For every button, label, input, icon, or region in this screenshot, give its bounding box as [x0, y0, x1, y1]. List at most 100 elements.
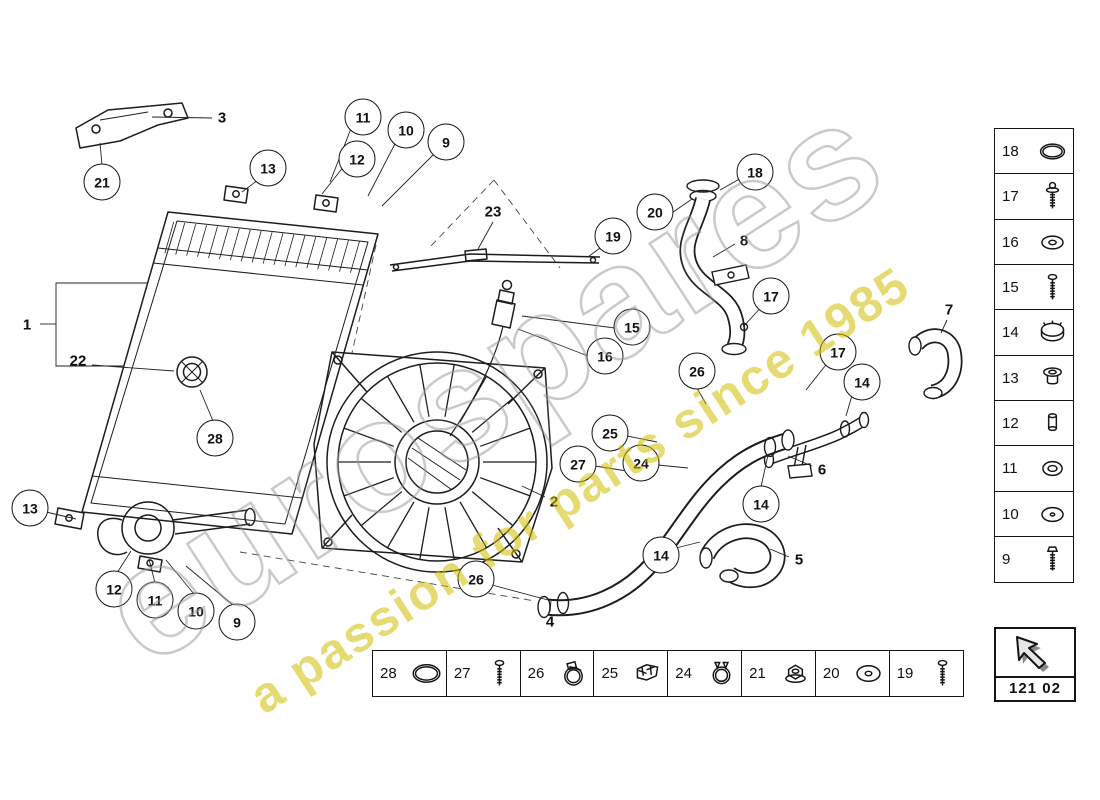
- callout-9[interactable]: 9: [218, 603, 256, 641]
- leader-lines: [40, 116, 948, 613]
- sensor-drawing: [449, 279, 516, 437]
- nut-icon: [784, 664, 806, 683]
- callout-17[interactable]: 17: [752, 277, 790, 315]
- callout-12[interactable]: 12: [95, 570, 133, 608]
- legend-item-12[interactable]: 12: [994, 399, 1074, 447]
- legend-item-9[interactable]: 9: [994, 535, 1074, 583]
- callout-17[interactable]: 17: [819, 333, 857, 371]
- legend-item-11[interactable]: 11: [994, 445, 1074, 493]
- callout-26[interactable]: 26: [678, 352, 716, 390]
- legend-item-16[interactable]: 16: [994, 218, 1074, 266]
- callout-20[interactable]: 20: [636, 193, 674, 231]
- stud-icon: [1047, 413, 1058, 431]
- legend-number: 12: [1002, 414, 1019, 432]
- legend-number: 11: [1002, 460, 1018, 478]
- bracket-drawing: [75, 102, 189, 149]
- nav-arrow[interactable]: [996, 629, 1074, 676]
- clip-icon: [636, 664, 659, 681]
- washer-icon: [1041, 234, 1064, 250]
- legend-item-18[interactable]: 18: [994, 128, 1074, 175]
- part-label-1[interactable]: 1: [22, 316, 32, 334]
- parts-sidebar: 18 17 16 15 14 13 12 11 10 9: [994, 128, 1074, 583]
- callout-14[interactable]: 14: [642, 536, 680, 574]
- callout-12[interactable]: 12: [338, 140, 376, 178]
- legend-number: 17: [1002, 188, 1019, 206]
- o-ring-icon: [1039, 143, 1066, 160]
- legend-number: 26: [527, 665, 545, 682]
- legend-item-19[interactable]: 19: [888, 650, 965, 697]
- screw-washer-icon: [1045, 182, 1060, 209]
- callout-26[interactable]: 26: [457, 560, 495, 598]
- legend-number: 13: [1002, 369, 1019, 387]
- legend-item-17[interactable]: 17: [994, 173, 1074, 221]
- legend-number: 15: [1002, 278, 1019, 296]
- legend-item-28[interactable]: 28: [372, 650, 448, 697]
- part-label-6[interactable]: 6: [817, 461, 827, 479]
- legend-item-14[interactable]: 14: [994, 309, 1074, 357]
- screw-icon: [1047, 273, 1058, 300]
- callout-21[interactable]: 21: [83, 163, 121, 201]
- part-label-3[interactable]: 3: [217, 109, 227, 127]
- back-arrow-icon: [1016, 635, 1049, 672]
- callout-18[interactable]: 18: [736, 153, 774, 191]
- part-label-4[interactable]: 4: [545, 613, 555, 631]
- callout-13[interactable]: 13: [249, 149, 287, 187]
- radiator-drawing: [54, 185, 379, 573]
- callout-28[interactable]: 28: [196, 419, 234, 457]
- washer-small-hole-icon: [1041, 506, 1064, 522]
- legend-item-10[interactable]: 10: [994, 490, 1074, 538]
- callout-11[interactable]: 11: [344, 98, 382, 136]
- legend-number: 28: [380, 665, 397, 682]
- callout-10[interactable]: 10: [177, 592, 215, 630]
- grommet-washer-icon: [856, 664, 882, 683]
- callout-13[interactable]: 13: [11, 489, 49, 527]
- part-label-5[interactable]: 5: [794, 551, 804, 569]
- legend-number: 14: [1002, 324, 1019, 342]
- legend-item-20[interactable]: 20: [814, 650, 891, 697]
- clamp-band-icon: [712, 661, 731, 685]
- callout-25[interactable]: 25: [591, 414, 629, 452]
- callout-11[interactable]: 11: [136, 581, 174, 619]
- part-label-7[interactable]: 7: [944, 301, 954, 319]
- legend-number: 9: [1002, 550, 1011, 568]
- callout-10[interactable]: 10: [387, 111, 425, 149]
- grommet-icon: [1043, 366, 1062, 385]
- part-label-22[interactable]: 22: [69, 352, 87, 370]
- brace-drawing: [389, 248, 601, 272]
- part-label-2[interactable]: 2: [549, 493, 559, 511]
- callout-19[interactable]: 19: [594, 217, 632, 255]
- legend-item-26[interactable]: 26: [519, 650, 596, 697]
- callout-24[interactable]: 24: [622, 444, 660, 482]
- legend-item-24[interactable]: 24: [667, 650, 743, 697]
- ring-icon: [1042, 461, 1063, 477]
- legend-number: 10: [1002, 505, 1019, 523]
- legend-number: 21: [749, 665, 766, 682]
- diagram-code: 121 02: [996, 676, 1074, 700]
- callout-14[interactable]: 14: [843, 363, 881, 401]
- legend-number: 27: [453, 665, 471, 682]
- diagram-code-box[interactable]: 121 02: [994, 627, 1076, 702]
- part-label-23[interactable]: 23: [484, 203, 502, 221]
- callout-16[interactable]: 16: [586, 337, 624, 375]
- legend-item-25[interactable]: 25: [593, 650, 669, 697]
- legend-item-15[interactable]: 15: [994, 263, 1074, 311]
- part-label-8[interactable]: 8: [739, 232, 749, 250]
- legend-item-27[interactable]: 27: [445, 650, 522, 697]
- callout-14[interactable]: 14: [742, 485, 780, 523]
- screw-icon: [494, 659, 505, 686]
- screw-icon: [937, 659, 948, 686]
- legend-number: 19: [896, 665, 914, 682]
- callout-15[interactable]: 15: [613, 308, 651, 346]
- callout-27[interactable]: 27: [559, 445, 597, 483]
- callout-9[interactable]: 9: [427, 123, 465, 161]
- legend-item-13[interactable]: 13: [994, 354, 1074, 402]
- legend-item-21[interactable]: 21: [741, 650, 817, 697]
- hose-clamp-icon: [564, 660, 584, 686]
- legend-number: 20: [822, 665, 840, 682]
- bolt-icon: [1046, 546, 1059, 571]
- o-ring-large-icon: [411, 664, 441, 683]
- fan-drawing: [313, 351, 553, 573]
